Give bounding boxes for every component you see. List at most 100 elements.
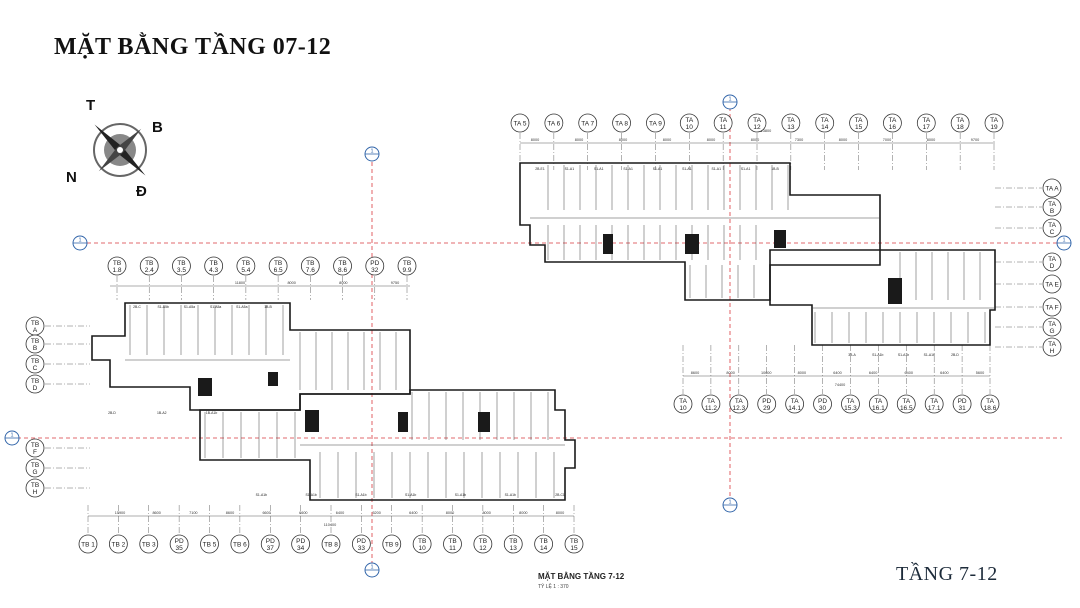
section-marker-label: 1: [78, 238, 81, 244]
axis-bubble-b-top: TB9.9: [397, 256, 417, 276]
axis-bubble-b-bottom-label: 37: [267, 545, 275, 552]
axis-bubble-b-top-label: PD: [370, 260, 379, 267]
axis-bubble-a-top-label: TA: [855, 117, 863, 124]
axis-bubble-a-top-label: TA: [719, 117, 727, 124]
dim-label: 7300: [795, 138, 803, 142]
axis-bubble-b-bottom-label: TB 8: [324, 541, 338, 548]
room-label: S1-A1b: [505, 493, 516, 497]
dim-label: 8000: [751, 138, 759, 142]
axis-bubble-b-top-label: TB: [274, 260, 282, 267]
axis-bubble-a-right-label: G: [1049, 328, 1054, 335]
room-label: 3B-A: [848, 353, 856, 357]
axis-bubble-b-bottom-label: TB 5: [203, 541, 217, 548]
section-marker: 1: [364, 146, 380, 162]
axis-bubble-a-bottom-label: 16.1: [872, 405, 885, 412]
axis-bubble-b-bottom-label: 35: [176, 545, 184, 552]
axis-bubble-b-top-label: 8.6: [338, 267, 347, 274]
axis-bubble-b-left-label: A: [33, 327, 38, 334]
axis-bubble-b-top-label: TB: [113, 260, 121, 267]
dim-label: 7100: [189, 511, 197, 515]
block-b-wing-1: [91, 302, 411, 411]
axis-bubble-a-top: TA 5: [510, 113, 530, 133]
axis-bubble-b-left-label: G: [32, 469, 37, 476]
section-marker: 1: [722, 94, 738, 110]
stair-core: [603, 234, 613, 254]
axis-bubble-b-bottom: TB 6: [230, 534, 250, 554]
axis-bubble-a-right-label: TA: [1048, 341, 1056, 348]
axis-bubble-b-left: TBA: [25, 316, 45, 336]
axis-bubble-a-bottom-label: 17.1: [928, 405, 941, 412]
axis-bubble-a-bottom-label: PD: [762, 398, 771, 405]
axis-bubble-b-left: TBH: [25, 478, 45, 498]
dim-label: 8000: [619, 138, 627, 142]
room-label: 1B-A2: [157, 411, 167, 415]
dim-label: 8000: [707, 138, 715, 142]
room-label: 2B-D: [951, 353, 959, 357]
block-a-wing-2: [769, 249, 996, 346]
dim-label: 6400: [833, 371, 841, 375]
compass-north-label: T: [86, 97, 95, 114]
axis-bubble-a-top-label: 10: [686, 124, 694, 131]
axis-bubble-b-top-label: TB: [145, 260, 153, 267]
axis-bubble-b-bottom-label: TB 9: [385, 541, 399, 548]
axis-bubble-b-top: TB6.5: [268, 256, 288, 276]
axis-bubble-b-top-label: 3.5: [177, 267, 186, 274]
section-marker-label: 1: [728, 500, 731, 506]
dim-label: 8000: [556, 511, 564, 515]
axis-bubble-b-bottom-label: PD: [266, 538, 275, 545]
axis-bubble-b-bottom: TB 5: [200, 534, 219, 554]
page-title: MẶT BẰNG TẦNG 07-12: [54, 34, 332, 60]
dim-label: 15900: [115, 511, 126, 515]
axis-bubble-b-bottom: TB 2: [108, 534, 128, 554]
axis-bubble-b-top: TB4.3: [204, 256, 224, 276]
room-label: S1-A1b: [355, 493, 366, 497]
floor-label: TẦNG 7-12: [896, 563, 998, 585]
axis-bubble-b-bottom-label: 13: [510, 545, 518, 552]
axis-bubble-b-bottom-label: 15: [570, 545, 578, 552]
axis-bubble-b-bottom-label: 14: [540, 545, 548, 552]
dim-label: 8000: [446, 511, 454, 515]
room-label: 2B-C: [133, 305, 141, 309]
axis-bubble-b-bottom-label: 34: [297, 545, 305, 552]
axis-bubble-b-top-label: TB: [306, 260, 314, 267]
axis-bubble-a-top-label: 18: [957, 124, 965, 131]
section-marker: 1: [1056, 235, 1072, 251]
axis-bubble-b-top-label: 6.5: [274, 267, 283, 274]
room-label: S1-A1b: [256, 493, 267, 497]
dim-total-label: 110400: [324, 523, 336, 527]
axis-bubble-a-bottom-label: TA: [791, 398, 799, 405]
axis-bubble-a-top-label: TA: [821, 117, 829, 124]
axis-bubble-a-top-label: TA: [990, 117, 998, 124]
room-label: S1-A1b: [405, 493, 416, 497]
compass-south-label: Đ: [136, 183, 147, 200]
axis-bubble-a-bottom-label: PD: [818, 398, 827, 405]
axis-bubble-b-bottom-label: TB: [539, 538, 547, 545]
axis-bubble-a-bottom-label: TA: [874, 398, 882, 405]
axis-bubble-b-bottom-label: TB: [418, 538, 426, 545]
dim-label: 8000: [519, 511, 527, 515]
axis-bubble-a-right: TA E: [1042, 274, 1062, 294]
axis-bubble-a-bottom-label: 14.1: [788, 405, 801, 412]
axis-bubble-a-right-label: H: [1050, 348, 1055, 355]
axis-bubble-b-bottom-label: TB: [448, 538, 456, 545]
stair-core: [398, 412, 408, 432]
axis-bubble-a-bottom-label: 11.2: [705, 405, 718, 412]
axis-bubble-b-left-label: H: [33, 489, 38, 496]
axis-bubble-a-bottom-label: 30: [819, 405, 827, 412]
dim-label: 9700: [971, 138, 979, 142]
stair-core: [888, 278, 902, 304]
axis-bubble-a-right: TA A: [1042, 178, 1062, 198]
